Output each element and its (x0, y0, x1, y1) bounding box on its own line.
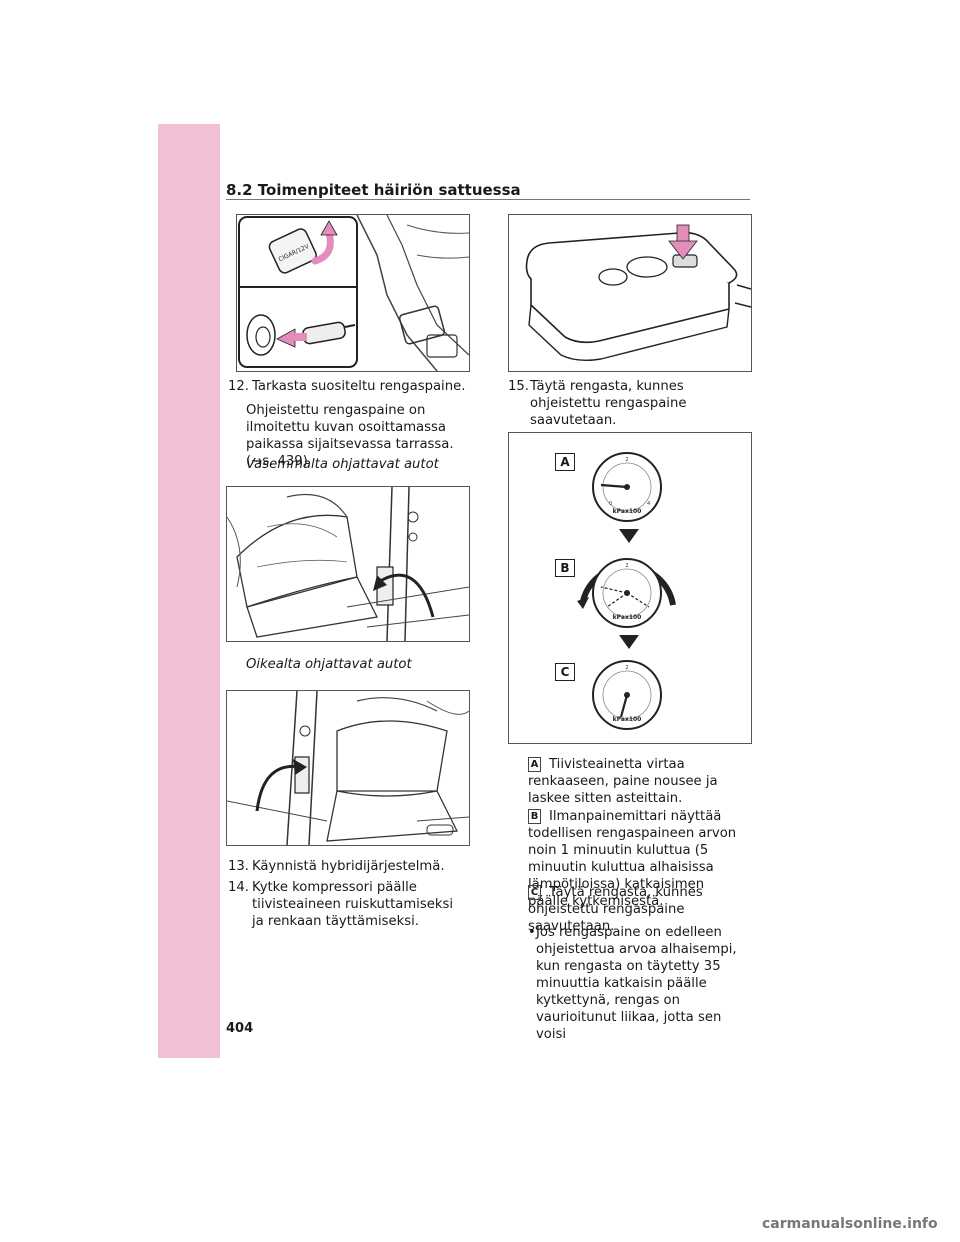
note-c-label: C (528, 885, 541, 900)
gauge-b: 2 kPax100 (577, 558, 676, 628)
rhd-door-illustration (227, 691, 469, 845)
step-15-number: 15. (508, 379, 529, 394)
gauge-label-b: B (555, 559, 575, 577)
gauge-a: 0 2 4 kPax100 (592, 452, 662, 522)
step-14-number: 14. (228, 880, 249, 895)
gauge-c-tick-2: 2 (625, 665, 628, 671)
step-12-title: Tarkasta suositeltu rengaspaine. (252, 379, 466, 394)
step-14-title: Kytke kompressori päälle tiivisteaineen … (252, 880, 453, 929)
caption-rhd: Oikealta ohjattavat autot (246, 657, 412, 672)
step-15-title: Täytä rengasta, kunnes ohjeistettu renga… (530, 379, 687, 428)
note-c-text: Täytä rengasta, kunnes ohjeistettu renga… (528, 885, 703, 934)
page-number: 404 (226, 1021, 254, 1036)
section-heading: 8.2 Toimenpiteet häiriön sattuessa (226, 181, 521, 199)
compressor-illustration (509, 215, 751, 371)
bullet-dot: • (528, 925, 536, 940)
gauge-a-unit: kPax100 (613, 508, 642, 515)
gauge-illustration: 0 2 4 kPax100 2 kPax100 2 (577, 452, 676, 730)
watermark: carmanualsonline.info (762, 1216, 938, 1232)
figure-compressor (508, 214, 752, 372)
step-13-title: Käynnistä hybridijärjestelmä. (252, 859, 445, 874)
power-socket-illustration: CIGAR/12V (237, 215, 469, 371)
caption-lhd: Vasemmalta ohjattavat autot (246, 457, 439, 472)
step-13-number: 13. (228, 859, 249, 874)
figure-gauge-sequence: A B C 0 2 4 kPax100 2 kPax100 (508, 432, 752, 744)
note-b-text: Ilmanpainemittari näyttää todellisen ren… (528, 809, 737, 909)
gauge-a-tick-2: 2 (625, 457, 628, 463)
gauge-label-c: C (555, 663, 575, 681)
figure-rhd-door (226, 690, 470, 846)
step-12-number: 12. (228, 379, 249, 394)
gauge-b-unit: kPax100 (613, 614, 642, 621)
heading-rule (226, 199, 750, 200)
note-a-label: A (528, 757, 541, 772)
gauge-a-tick-4: 4 (647, 501, 650, 507)
gauge-a-tick-0: 0 (609, 501, 612, 507)
pink-margin-bar (158, 124, 220, 1058)
lhd-door-illustration (227, 487, 469, 641)
note-a-text: Tiivisteainetta virtaa renkaaseen, paine… (528, 757, 718, 806)
gauge-label-a: A (555, 453, 575, 471)
figure-power-socket: CIGAR/12V (236, 214, 470, 372)
note-b-label: B (528, 809, 541, 824)
step-12-body: Ohjeistettu rengaspaine on ilmoitettu ku… (246, 403, 454, 469)
figure-lhd-door (226, 486, 470, 642)
gauge-b-tick-2: 2 (625, 563, 628, 569)
gauge-c-unit: kPax100 (613, 716, 642, 723)
bullet-text: Jos rengaspaine on edelleen ohjeistettua… (536, 925, 737, 1042)
gauge-c: 2 kPax100 (592, 660, 662, 730)
